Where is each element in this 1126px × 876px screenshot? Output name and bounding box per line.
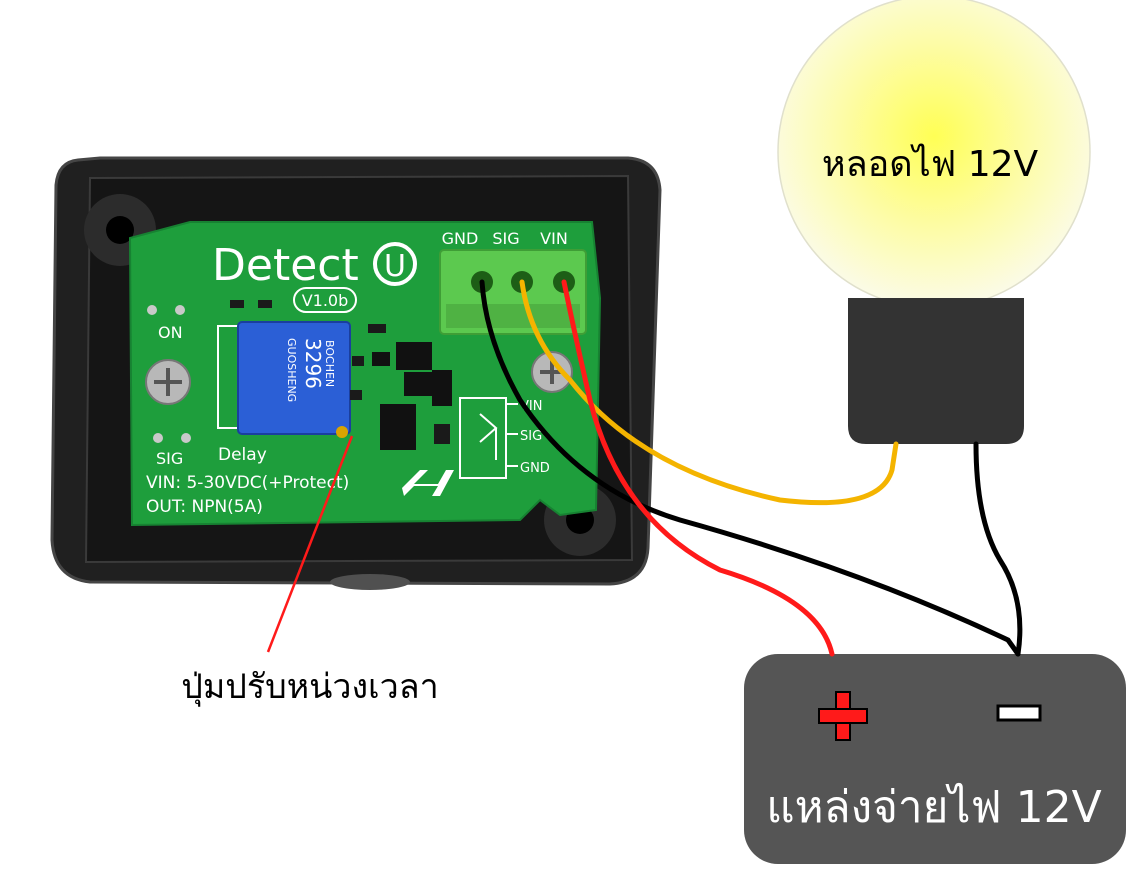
callout-pointer xyxy=(266,435,354,653)
spec-vin: VIN: 5-30VDC(+Protect) xyxy=(146,473,349,493)
lamp-label: หลอดไฟ 12V xyxy=(822,143,1039,185)
delay-potentiometer[interactable]: BOCHEN 3296 GUOSHENG xyxy=(217,321,351,438)
plus-terminal-icon xyxy=(818,691,868,741)
callout: ปุ่มปรับหน่วงเวลา xyxy=(181,435,439,707)
terminal-label-gnd: GND xyxy=(442,229,479,248)
wires xyxy=(479,279,1023,657)
board-version: V1.0b xyxy=(302,291,349,310)
relay-label-sig: SIG xyxy=(520,429,542,444)
pot-model: 3296 xyxy=(301,338,325,389)
terminal-label-vin: VIN xyxy=(540,229,568,248)
wire-yellow-sig xyxy=(519,279,899,506)
screw-right xyxy=(531,351,573,393)
pot-maker: GUOSHENG xyxy=(285,338,298,402)
brand-logo-ring xyxy=(373,242,417,286)
wire-black-lamp xyxy=(973,441,1023,657)
relay-label-gnd: GND xyxy=(520,461,550,476)
terminal-label-sig: SIG xyxy=(492,229,519,248)
lamp: หลอดไฟ 12V xyxy=(777,0,1091,444)
power-supply: แหล่งจ่ายไฟ 12V xyxy=(744,654,1126,864)
label-delay: Delay xyxy=(218,445,267,465)
wire-red-vin xyxy=(561,279,835,657)
pot-brand: BOCHEN xyxy=(323,340,336,387)
relay-symbol xyxy=(459,397,518,479)
spec-out: OUT: NPN(5A) xyxy=(146,497,263,517)
lamp-socket xyxy=(848,298,1024,444)
minus-terminal-icon xyxy=(996,704,1042,722)
label-sig-pads: SIG xyxy=(156,449,183,468)
manufacturer-logo-icon xyxy=(402,470,454,496)
callout-label: ปุ่มปรับหน่วงเวลา xyxy=(181,667,438,707)
board-brand: Detect xyxy=(212,240,359,291)
label-on: ON xyxy=(158,323,183,342)
brand-logo-letter: U xyxy=(384,249,406,284)
supply-label: แหล่งจ่ายไฟ 12V xyxy=(766,782,1101,833)
screw-left xyxy=(145,359,191,405)
